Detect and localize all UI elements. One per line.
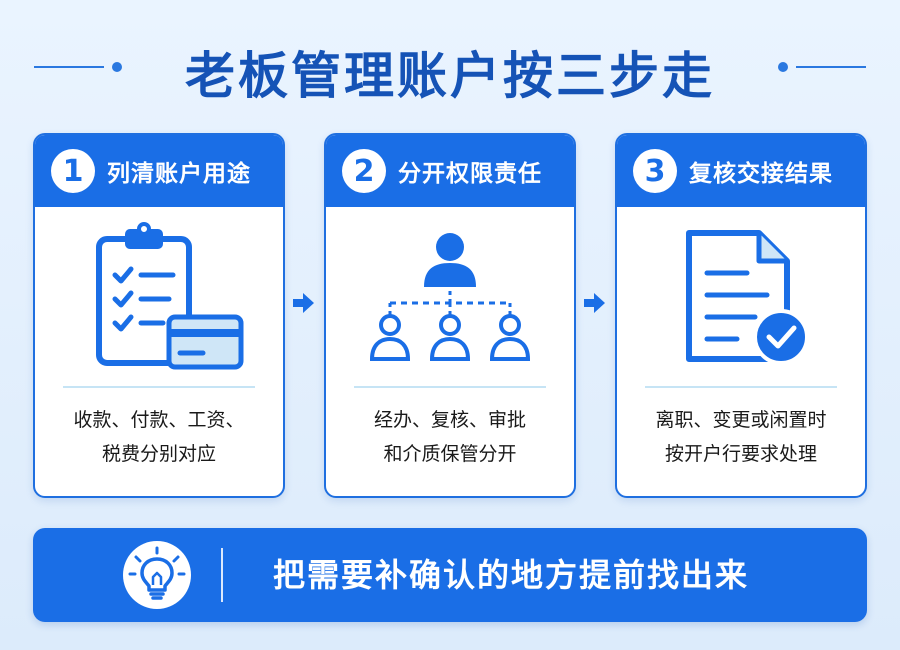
step-desc-3-line1: 离职、变更或闲置时 <box>655 409 827 431</box>
step-desc-2-line1: 经办、复核、审批 <box>373 409 526 431</box>
step-label-1: 列清账户用途 <box>107 161 251 187</box>
title-deco-dot-right <box>778 62 788 72</box>
title-row: 老板管理账户按三步走 <box>0 30 900 105</box>
lightbulb-icon <box>128 546 186 600</box>
org-chart-icon <box>369 233 531 361</box>
step-header-3: 3 复核交接结果 <box>617 135 865 207</box>
step-card-2: 2 分开权限责任 经办、复核、审批 和介质保管分开 <box>324 133 576 498</box>
arrow-right-icon <box>584 293 605 313</box>
step-desc-3-line2: 按开户行要求处理 <box>664 443 817 465</box>
step-desc-1: 收款、付款、工资、 税费分别对应 <box>35 403 283 471</box>
step-separator-1 <box>63 386 255 388</box>
bulb-badge <box>123 541 191 609</box>
bottom-banner: 把需要补确认的地方提前找出来 <box>33 528 867 622</box>
step-label-3: 复核交接结果 <box>689 161 833 187</box>
step-number-2: 2 <box>342 149 386 193</box>
step-card-3: 3 复核交接结果 离职、变更或闲置时 按开户行要求处理 <box>615 133 867 498</box>
step-header-2: 2 分开权限责任 <box>326 135 574 207</box>
step-label-2: 分开权限责任 <box>398 161 542 187</box>
clipboard-card-icon <box>96 222 244 370</box>
bottom-divider <box>221 548 223 602</box>
step-separator-2 <box>354 386 546 388</box>
arrow-right-icon <box>293 293 314 313</box>
page-title: 老板管理账户按三步走 <box>185 47 715 105</box>
title-deco-line-left <box>34 66 104 68</box>
title-deco-line-right <box>796 66 866 68</box>
step-desc-2-line2: 和介质保管分开 <box>383 443 517 465</box>
bottom-message: 把需要补确认的地方提前找出来 <box>273 556 750 594</box>
step-desc-3: 离职、变更或闲置时 按开户行要求处理 <box>617 403 865 471</box>
step-number-1: 1 <box>51 149 95 193</box>
step-desc-1-line1: 收款、付款、工资、 <box>73 409 245 431</box>
step-separator-3 <box>645 386 837 388</box>
title-deco-dot-left <box>112 62 122 72</box>
step-desc-1-line2: 税费分别对应 <box>101 443 216 465</box>
step-number-3: 3 <box>633 149 677 193</box>
step-desc-2: 经办、复核、审批 和介质保管分开 <box>326 403 574 471</box>
step-header-1: 1 列清账户用途 <box>35 135 283 207</box>
document-check-icon <box>686 230 809 365</box>
step-card-1: 1 列清账户用途 收款、付款、工资、 税费分别对应 <box>33 133 285 498</box>
